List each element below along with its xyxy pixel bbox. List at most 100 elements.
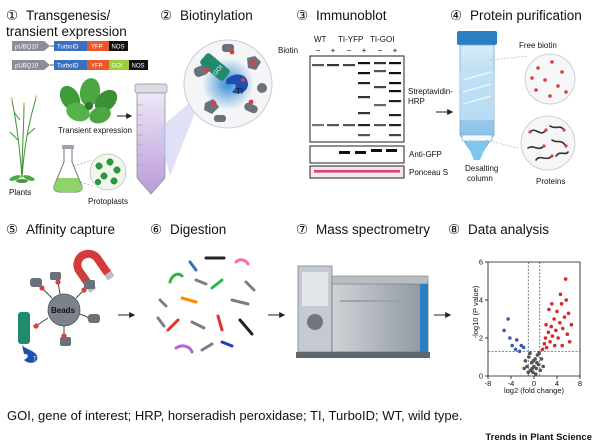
step-5-title-text: Affinity capture [26,222,115,237]
blot-headers: WT TI-YFP TI-GOI Biotin −+−+−+ [278,35,398,55]
volcano-point [538,368,543,373]
volcano-point [546,330,551,335]
volcano-point [563,277,568,281]
lane-sign: + [362,46,367,55]
volcano-point [534,366,539,371]
step-8-title-text: Data analysis [468,222,549,237]
blot-band [374,70,386,73]
step-7-title-text: Mass spectrometry [316,222,430,237]
volcano-point [550,302,554,306]
blot-band [358,62,370,65]
volcano-point [552,343,557,348]
promoter-arrow-1 [12,41,50,51]
volcano-point [560,343,564,348]
volcano-point [544,322,548,327]
volcano-point [506,317,510,321]
blot-band [389,124,401,127]
free-biotin-circle [524,53,576,105]
volcano-point [537,351,541,356]
volcano-point [530,366,535,371]
volcano-point [527,355,531,359]
desalting-column-icon [457,31,529,160]
volcano-point [526,370,531,375]
yfp-1-label: YFP [91,45,103,51]
biotin-row-label: Biotin [278,46,298,55]
volcano-point [535,360,539,365]
blot-group-ti-goi: TI-GOI [370,35,394,44]
volcano-point [531,370,535,375]
volcano-point [513,347,518,352]
volcano-point [565,332,570,337]
goi-label: GOI [112,64,123,70]
journal-name: Trends in Plant Science [485,432,592,443]
volcano-point [531,359,536,363]
lane-sign: − [378,46,383,55]
lane-sign-row: −+−+−+ [316,46,398,55]
lane-sign: − [316,46,321,55]
blot-band [374,62,386,65]
goi-box [109,60,129,70]
volcano-point [540,347,545,352]
anti-gfp-blot [309,145,405,164]
volcano-point [547,307,551,312]
step-2-title-text: Biotinylation [180,8,253,23]
nos-box-2 [129,60,148,70]
volcano-point [510,343,514,348]
volcano-point [544,345,549,350]
biotinylation-zoom-circle: GOI TI [183,39,273,129]
blot-band [389,114,401,117]
figure-caption: GOI, gene of interest; HRP, horseradish … [7,408,463,423]
y-tick-label: 4 [479,296,483,305]
turboid-1-label: TurboID [57,45,79,51]
step-1-title-line1: Transgenesis/ [26,8,111,23]
turboid-box-2 [54,60,87,70]
blot-band [374,104,386,107]
anti-gfp-label: Anti-GFP [409,150,442,159]
blot-band [389,82,401,85]
strep-label-line2: HRP [408,97,425,106]
blot-band [358,124,370,127]
volcano-point [562,315,567,319]
ponceau-blot [309,165,405,179]
step-3-number: ③ [296,8,308,23]
blot-band [327,64,339,67]
blot-band [358,72,370,75]
volcano-x-label: log2 (fold change) [504,386,565,395]
peptide-fragments-icon [156,256,256,354]
desalting-label-line1: Desalting [465,164,498,173]
volcano-point [522,366,527,371]
step-3-title: ③ Immunoblot [296,8,387,23]
step-6-title: ⑥ Digestion [150,222,226,237]
blot-group-wt: WT [314,35,327,44]
step-2-number: ② [160,8,172,23]
yfp-box-2 [87,60,109,70]
lane-sign: + [331,46,336,55]
x-tick-label: 8 [578,379,582,388]
blot-band [358,134,370,137]
protoplast-flask-icon [53,145,94,193]
volcano-point [555,309,559,314]
blot-band [312,124,324,127]
nos-2-label: NOS [132,64,145,70]
step-4-title-text: Protein purification [470,8,582,23]
volcano-point [559,302,564,306]
y-tick-label: 6 [479,258,483,267]
y-tick-label: 0 [479,372,483,381]
volcano-point [539,357,544,361]
volcano-point [567,340,572,344]
goi-tag: GOI [213,64,225,77]
turboid-box-1 [54,41,87,51]
volcano-point [502,328,506,333]
step-6-title-text: Digestion [170,222,226,237]
blot-band [389,100,401,103]
volcano-point [523,359,528,363]
turboid-capture-shape [22,345,38,363]
step-5-number: ⑤ [6,222,18,237]
strep-bands [312,62,401,137]
volcano-point [543,336,548,340]
volcano-point [549,324,554,329]
promoter-1-label: pUBQ10 [14,45,39,51]
volcano-point [558,321,562,325]
